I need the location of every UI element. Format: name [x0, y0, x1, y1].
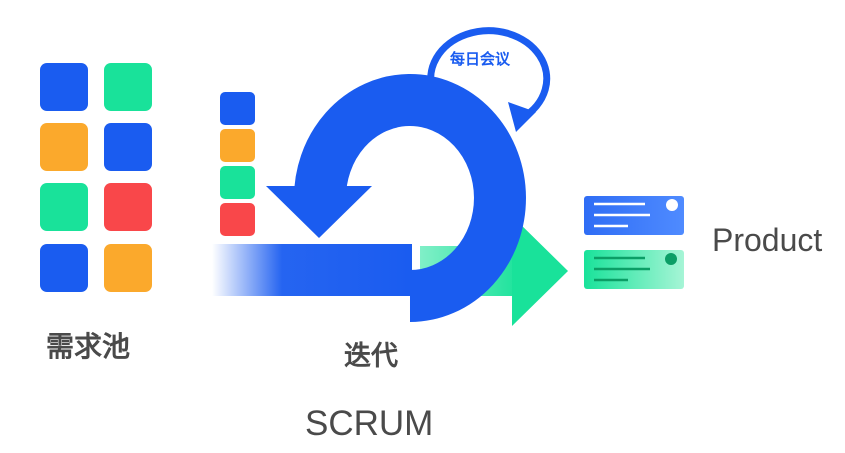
sprint-tile — [220, 129, 255, 162]
backlog-tile — [104, 244, 152, 292]
circular-arrow-icon — [212, 74, 526, 322]
sprint-tile — [220, 166, 255, 199]
backlog-tile — [40, 244, 88, 292]
scrum-title: SCRUM — [305, 404, 434, 443]
backlog-grid — [40, 63, 152, 292]
sprint-tile — [220, 92, 255, 125]
product-card-icon — [584, 196, 684, 289]
backlog-tile — [104, 183, 152, 231]
backlog-tile — [40, 63, 88, 111]
backlog-tile — [40, 123, 88, 171]
daily-meeting-label: 每日会议 — [450, 50, 511, 68]
iteration-label: 迭代 — [344, 341, 398, 372]
backlog-tile — [40, 183, 88, 231]
product-label: Product — [712, 222, 823, 258]
sprint-tile — [220, 203, 255, 236]
backlog-tile — [104, 63, 152, 111]
sprint-backlog-stack — [220, 92, 255, 236]
backlog-label: 需求池 — [46, 330, 131, 363]
daily-loop-arrow-icon — [427, 27, 551, 132]
backlog-tile — [104, 123, 152, 171]
